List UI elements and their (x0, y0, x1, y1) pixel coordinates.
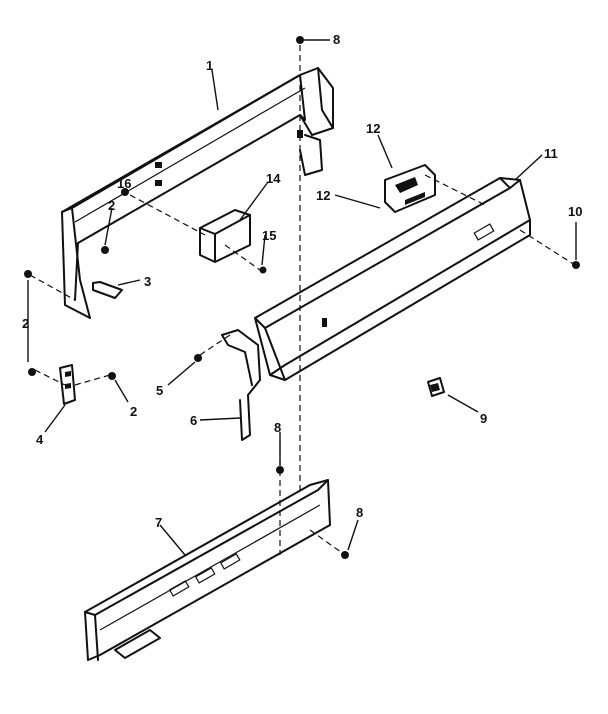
screw-2-left-bottom (28, 368, 36, 376)
callout-15: 15 (262, 228, 276, 243)
switch (384, 164, 436, 213)
callout-12-top: 12 (366, 121, 380, 136)
backguard-panel (61, 67, 334, 319)
callout-12-left: 12 (316, 188, 330, 203)
callout-8-mid: 8 (274, 420, 281, 435)
screws (24, 36, 580, 559)
callout-7: 7 (155, 515, 162, 530)
callout-5: 5 (156, 383, 163, 398)
screw-2-left-top (24, 270, 32, 278)
callout-10: 10 (568, 204, 582, 219)
screw-2-right (108, 372, 116, 380)
callout-1: 1 (206, 58, 213, 73)
callout-16: 16 (117, 176, 131, 191)
end-cap (221, 329, 261, 441)
callout-9: 9 (480, 411, 487, 426)
small-bracket (92, 281, 123, 299)
callout-8-top: 8 (333, 32, 340, 47)
callout-3: 3 (144, 274, 151, 289)
callout-4: 4 (36, 432, 44, 447)
side-bracket (59, 364, 76, 405)
callout-2-upper: 2 (108, 198, 115, 213)
callout-2-left: 2 (22, 316, 29, 331)
callout-11: 11 (544, 146, 558, 161)
callout-labels: 8 1 16 2 3 2 2 4 5 6 8 7 8 9 10 11 12 12… (22, 32, 582, 530)
leader-lines (27, 39, 577, 556)
control-box (199, 209, 251, 263)
lower-trim-panel (84, 479, 331, 661)
callout-2-right: 2 (130, 404, 137, 419)
screw-10 (572, 261, 580, 269)
control-panel (254, 177, 531, 381)
knob (427, 377, 445, 397)
screw-15 (259, 266, 267, 274)
alignment-lines (29, 45, 576, 556)
callout-6: 6 (190, 413, 197, 428)
callout-8-bottom: 8 (356, 505, 363, 520)
screw-8-mid (276, 466, 284, 474)
screw-5 (194, 354, 202, 362)
screw-8-bottom (341, 551, 349, 559)
screw-16 (121, 188, 129, 196)
screw-2-upper (101, 246, 109, 254)
callout-14: 14 (266, 171, 281, 186)
